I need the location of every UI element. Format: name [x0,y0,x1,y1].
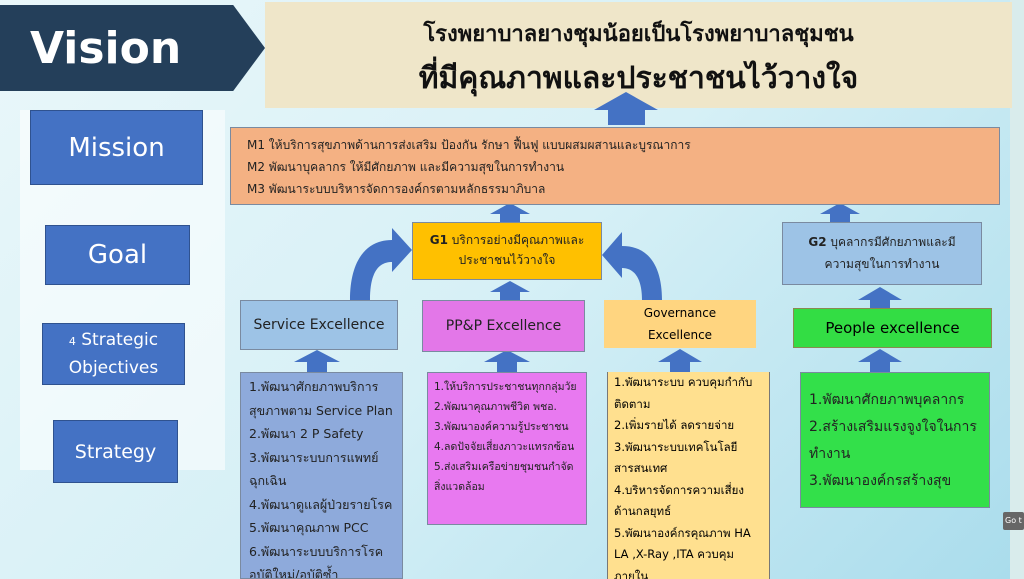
up-arrow-icon [858,287,902,308]
objective-ppp: PP&P Excellence [422,300,585,352]
tooltip[interactable]: Go t [1003,512,1024,530]
mission-item: M3 พัฒนาระบบบริหารจัดการองค์กรตามหลักธรร… [247,182,546,196]
objectives-label: Strategic Objectives [68,330,159,378]
objective-service: Service Excellence [240,300,398,350]
list-item: 2.เพิ่มรายได้ ลดรายจ่าย [614,418,735,432]
list-item: 1.ให้บริการประชาชนทุกกลุ่มวัย [434,381,577,393]
objective-people: People excellence [793,308,992,348]
up-arrow-icon [820,203,860,222]
list-item: 2.สร้างเสริมแรงจูงใจในการทำงาน [809,419,977,462]
list-item: 2.พัฒนาคุณภาพชีวิต พชอ. [434,401,557,413]
vision-banner: Vision [0,5,265,91]
g2-code: G2 [808,235,827,249]
list-item: 4.พัฒนาดูแลผู้ป่วยรายโรค [249,496,393,512]
list-item: 4.บริหารจัดการความเสี่ยงด้านกลยุทธ์ [614,482,744,519]
g1-text: บริการอย่างมีคุณภาพและประชาชนไว้วางใจ [451,233,585,267]
vision-label: Vision [30,23,182,74]
vision-line-1: โรงพยาบาลยางชุมน้อยเป็นโรงพยาบาลชุมชน [423,22,854,47]
up-arrow-icon [490,203,530,222]
mission-item: M1 ให้บริการสุขภาพด้านการส่งเสริม ป้องกั… [247,138,691,152]
objective-label: PP&P Excellence [445,318,562,334]
list-item: 3.พัฒนาองค์ความรู้ประชาชน [434,421,569,433]
objectives-count: 4 [68,335,76,348]
list-item: 5.พัฒนาองค์กรคุณภาพ HA LA ,X-Ray ,ITA คว… [614,525,751,579]
list-item: 5.ส่งเสริมเครือข่ายชุมชนกำจัดสิ่งแวดล้อม [434,461,574,493]
list-item: 1.พัฒนาระบบ ควบคุมกำกับติดตาม [614,375,753,411]
curved-arrow-icon [602,232,662,300]
objective-label: Service Excellence [253,317,385,333]
list-item: 2.พัฒนา 2 P Safety [249,426,364,441]
strategy-service-list: 1.พัฒนาศักยภาพบริการสุขภาพตาม Service Pl… [240,372,403,579]
mission-label-box: Mission [30,110,203,185]
up-arrow-icon [594,92,658,125]
up-arrow-icon [294,350,340,372]
list-item: 1.พัฒนาศักยภาพบริการสุขภาพตาม Service Pl… [249,379,393,418]
up-arrow-icon [658,349,702,372]
mission-label: Mission [68,132,165,163]
objective-label: People excellence [825,319,960,337]
strategy-people-list: 1.พัฒนาศักยภาพบุคลากร 2.สร้างเสริมแรงจูง… [800,372,990,508]
goal-g2-box: G2 บุคลากรมีศักยภาพและมีความสุขในการทำงา… [782,222,982,285]
vision-line-2: ที่มีคุณภาพและประชาชนไว้วางใจ [418,61,859,96]
up-arrow-icon [858,349,902,372]
up-arrow-icon [490,281,530,300]
vision-statement: โรงพยาบาลยางชุมน้อยเป็นโรงพยาบาลชุมชน ที… [265,2,1012,108]
list-item: 4.ลดปัจจัยเสี่ยงภาวะแทรกซ้อน [434,441,575,453]
list-item: 3.พัฒนาองค์กรสร้างสุข [809,473,952,489]
list-item: 3.พัฒนาระบบการแพทย์ฉุกเฉิน [249,449,379,489]
objectives-label-box: 4 Strategic Objectives [42,323,185,385]
objective-label: Governance Excellence [643,306,717,342]
goal-label: Goal [87,240,148,270]
goal-label-box: Goal [45,225,190,285]
up-arrow-icon [484,350,530,372]
strategy-label: Strategy [74,440,157,463]
curved-arrow-icon [350,228,412,300]
goal-g1-box: G1 บริการอย่างมีคุณภาพและประชาชนไว้วางใจ [412,222,602,280]
g2-text: บุคลากรมีศักยภาพและมีความสุขในการทำงาน [824,235,956,271]
list-item: 3.พัฒนาระบบเทคโนโลยีสารสนเทศ [614,439,738,476]
mission-box: M1 ให้บริการสุขภาพด้านการส่งเสริม ป้องกั… [230,127,1000,205]
list-item: 6.พัฒนาระบบบริการโรคอุบัติใหม่/อุบัติซ้ำ [249,543,384,579]
strategy-gov-list: 1.พัฒนาระบบ ควบคุมกำกับติดตาม 2.เพิ่มราย… [607,372,770,579]
mission-item: M2 พัฒนาบุคลากร ให้มีศักยภาพ และมีความสุ… [247,160,565,174]
list-item: 1.พัฒนาศักยภาพบุคลากร [809,392,965,408]
right-strip [1010,0,1024,579]
list-item: 5.พัฒนาคุณภาพ PCC [249,520,369,535]
objective-gov: Governance Excellence [604,300,756,348]
g1-code: G1 [429,233,448,247]
strategy-label-box: Strategy [53,420,178,483]
strategy-ppp-list: 1.ให้บริการประชาชนทุกกลุ่มวัย 2.พัฒนาคุณ… [427,372,587,525]
